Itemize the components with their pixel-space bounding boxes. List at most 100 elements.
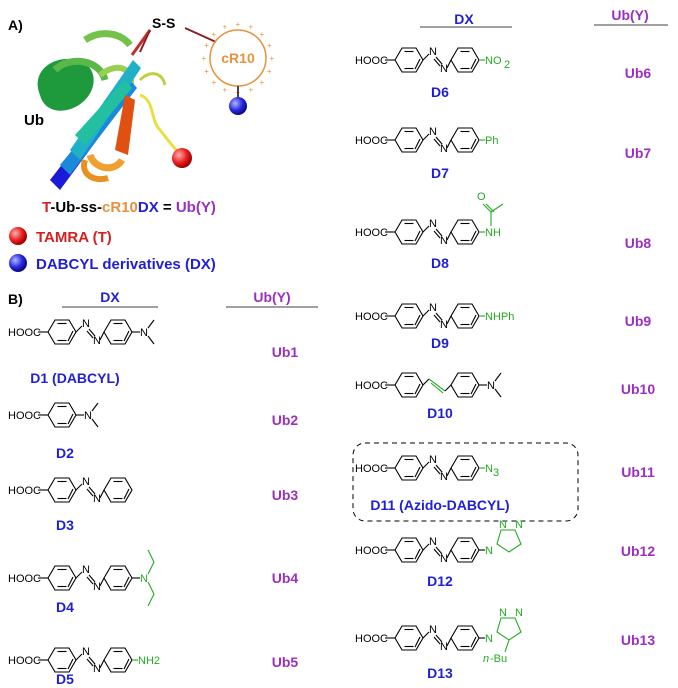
svg-text:N: N bbox=[440, 553, 448, 565]
svg-text:D12: D12 bbox=[427, 573, 453, 589]
svg-text:Ub3: Ub3 bbox=[272, 487, 299, 503]
svg-text:D1 (DABCYL): D1 (DABCYL) bbox=[30, 370, 119, 386]
svg-text:2: 2 bbox=[504, 59, 510, 71]
svg-text:N: N bbox=[93, 335, 101, 347]
conjugate-formula: T-Ub-ss-cR10DX = Ub(Y) bbox=[42, 199, 216, 216]
svg-text:Ub6: Ub6 bbox=[625, 65, 652, 81]
svg-text:Ub11: Ub11 bbox=[621, 464, 655, 480]
ub-label: Ub bbox=[24, 112, 44, 129]
svg-text:HOOC: HOOC bbox=[355, 380, 388, 392]
svg-text:D9: D9 bbox=[431, 335, 449, 351]
svg-text:Ub13: Ub13 bbox=[621, 632, 655, 648]
svg-text:Ub12: Ub12 bbox=[621, 543, 655, 559]
svg-text:D7: D7 bbox=[431, 165, 449, 181]
svg-text:Ub10: Ub10 bbox=[621, 381, 655, 397]
molecule-d10: HOOC N D10 Ub10 bbox=[355, 372, 655, 421]
svg-text:+: + bbox=[222, 85, 227, 94]
svg-text:NH2: NH2 bbox=[138, 655, 160, 667]
left-header-dx: DX bbox=[100, 289, 120, 305]
dabcyl-sphere bbox=[229, 97, 247, 115]
svg-text:NHPh: NHPh bbox=[485, 311, 514, 323]
svg-text:n: n bbox=[483, 653, 489, 665]
svg-text:NO: NO bbox=[485, 55, 502, 67]
svg-text:N: N bbox=[93, 493, 101, 505]
svg-text:HOOC: HOOC bbox=[355, 545, 388, 557]
svg-text:+: + bbox=[204, 41, 209, 50]
svg-text:+: + bbox=[249, 85, 254, 94]
panel-a: A) Ub S-S cR10 ++++++++++++++++ bbox=[8, 15, 275, 273]
svg-text:N: N bbox=[440, 235, 448, 247]
molecule-d2: HOOC N D2 Ub2 bbox=[8, 402, 299, 461]
svg-text:HOOC: HOOC bbox=[8, 410, 41, 422]
svg-text:N: N bbox=[140, 327, 148, 339]
svg-text:+: + bbox=[204, 67, 209, 76]
tamra-sphere bbox=[172, 148, 192, 168]
svg-text:D10: D10 bbox=[427, 405, 453, 421]
svg-text:N: N bbox=[515, 519, 523, 531]
svg-text:Ub5: Ub5 bbox=[272, 654, 299, 670]
svg-text:N: N bbox=[82, 476, 90, 488]
svg-text:N: N bbox=[429, 302, 437, 314]
svg-text:3: 3 bbox=[493, 467, 499, 479]
cr10-charge-marks: ++++++++++++++++ bbox=[202, 20, 275, 97]
svg-text:D11 (Azido-DABCYL): D11 (Azido-DABCYL) bbox=[370, 497, 509, 513]
legend-dabcyl-icon bbox=[9, 254, 27, 272]
svg-text:N: N bbox=[93, 581, 101, 593]
svg-text:+: + bbox=[267, 67, 272, 76]
svg-text:HOOC: HOOC bbox=[355, 55, 388, 67]
svg-text:N: N bbox=[84, 410, 92, 422]
svg-text:Ub1: Ub1 bbox=[272, 344, 299, 360]
svg-text:D4: D4 bbox=[56, 599, 74, 615]
panel-b: B) DX Ub(Y) bbox=[8, 289, 318, 308]
cr10-label: cR10 bbox=[221, 50, 255, 66]
svg-text:N: N bbox=[429, 46, 437, 58]
svg-text:Ub4: Ub4 bbox=[272, 570, 299, 586]
right-header-uby: Ub(Y) bbox=[611, 7, 648, 23]
svg-text:Ph: Ph bbox=[485, 135, 498, 147]
svg-text:+: + bbox=[236, 20, 241, 29]
svg-text:N: N bbox=[82, 318, 90, 330]
svg-text:HOOC: HOOC bbox=[8, 655, 41, 667]
svg-text:O: O bbox=[477, 191, 486, 203]
svg-text:N: N bbox=[485, 545, 493, 557]
svg-text:N: N bbox=[440, 471, 448, 483]
svg-text:D5: D5 bbox=[56, 671, 74, 687]
svg-text:D8: D8 bbox=[431, 255, 449, 271]
svg-text:HOOC: HOOC bbox=[355, 633, 388, 645]
legend-tamra-label: TAMRA (T) bbox=[36, 229, 112, 246]
linker-line bbox=[139, 29, 151, 53]
svg-text:Ub2: Ub2 bbox=[272, 412, 299, 428]
svg-text:N: N bbox=[487, 380, 495, 392]
right-table: DX Ub(Y) bbox=[352, 7, 668, 522]
right-header-dx: DX bbox=[454, 11, 474, 27]
disulfide-label: S-S bbox=[152, 15, 175, 31]
svg-text:+: + bbox=[260, 30, 265, 39]
ubiquitin-protein-cartoon bbox=[37, 29, 183, 190]
svg-text:D3: D3 bbox=[56, 517, 74, 533]
legend-dabcyl-label: DABCYL derivatives (DX) bbox=[36, 256, 216, 273]
svg-text:N: N bbox=[429, 126, 437, 138]
linker-line-2 bbox=[184, 27, 217, 43]
svg-text:N: N bbox=[82, 564, 90, 576]
svg-text:N: N bbox=[140, 573, 148, 585]
svg-text:N: N bbox=[440, 63, 448, 75]
svg-text:N: N bbox=[429, 218, 437, 230]
svg-text:D6: D6 bbox=[431, 84, 449, 100]
svg-text:HOOC: HOOC bbox=[8, 573, 41, 585]
svg-text:N: N bbox=[429, 536, 437, 548]
svg-text:N: N bbox=[485, 463, 493, 475]
svg-text:N: N bbox=[93, 663, 101, 675]
svg-text:D2: D2 bbox=[56, 445, 74, 461]
svg-text:N: N bbox=[499, 607, 507, 619]
